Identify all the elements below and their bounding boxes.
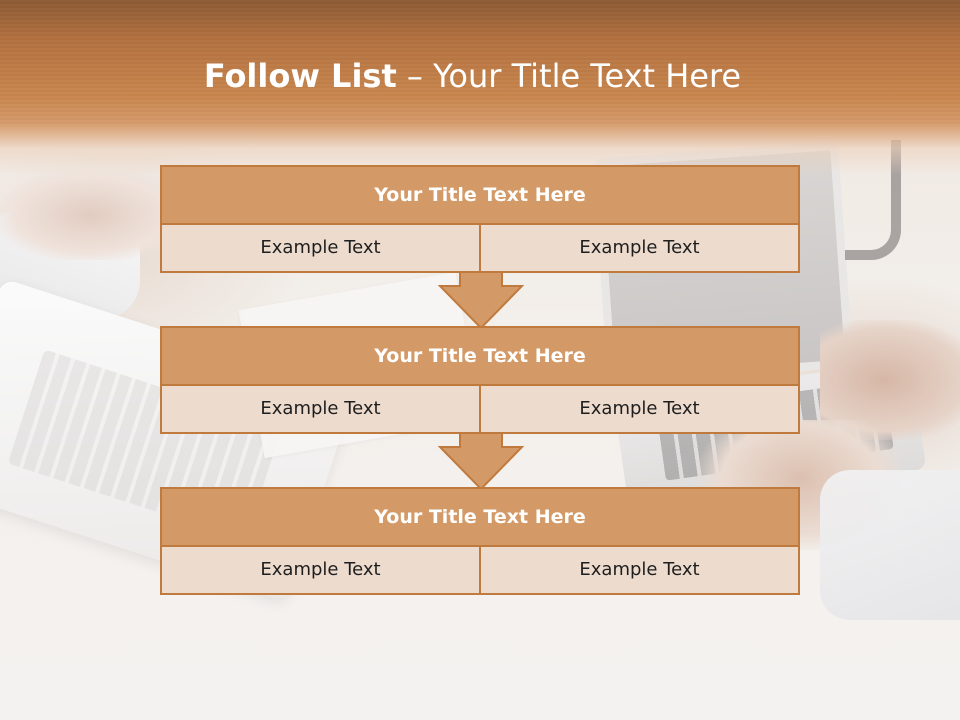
step-title: Your Title Text Here xyxy=(162,489,798,547)
step-title: Your Title Text Here xyxy=(162,167,798,225)
step-row: Example Text Example Text xyxy=(162,547,798,593)
step-cell-right: Example Text xyxy=(479,225,798,271)
step-cell-right: Example Text xyxy=(479,547,798,593)
list-step-1: Your Title Text Here Example Text Exampl… xyxy=(160,165,800,273)
background-sleeve-right xyxy=(820,470,960,620)
slide-title: Follow List – Your Title Text Here xyxy=(0,56,945,96)
step-cell-left: Example Text xyxy=(162,547,479,593)
down-arrow-icon xyxy=(438,431,524,491)
step-row: Example Text Example Text xyxy=(162,225,798,271)
header-band xyxy=(0,0,960,175)
background-headset xyxy=(845,140,901,260)
step-cell-left: Example Text xyxy=(162,386,479,432)
slide-title-bold: Follow List xyxy=(203,57,397,95)
step-cell-left: Example Text xyxy=(162,225,479,271)
header-texture xyxy=(0,0,960,125)
background-hand-left xyxy=(0,170,180,260)
step-title: Your Title Text Here xyxy=(162,328,798,386)
step-row: Example Text Example Text xyxy=(162,386,798,432)
step-cell-right: Example Text xyxy=(479,386,798,432)
slide-title-rest: – Your Title Text Here xyxy=(396,57,742,95)
list-step-3: Your Title Text Here Example Text Exampl… xyxy=(160,487,800,595)
list-step-2: Your Title Text Here Example Text Exampl… xyxy=(160,326,800,434)
down-arrow-icon xyxy=(438,270,524,330)
